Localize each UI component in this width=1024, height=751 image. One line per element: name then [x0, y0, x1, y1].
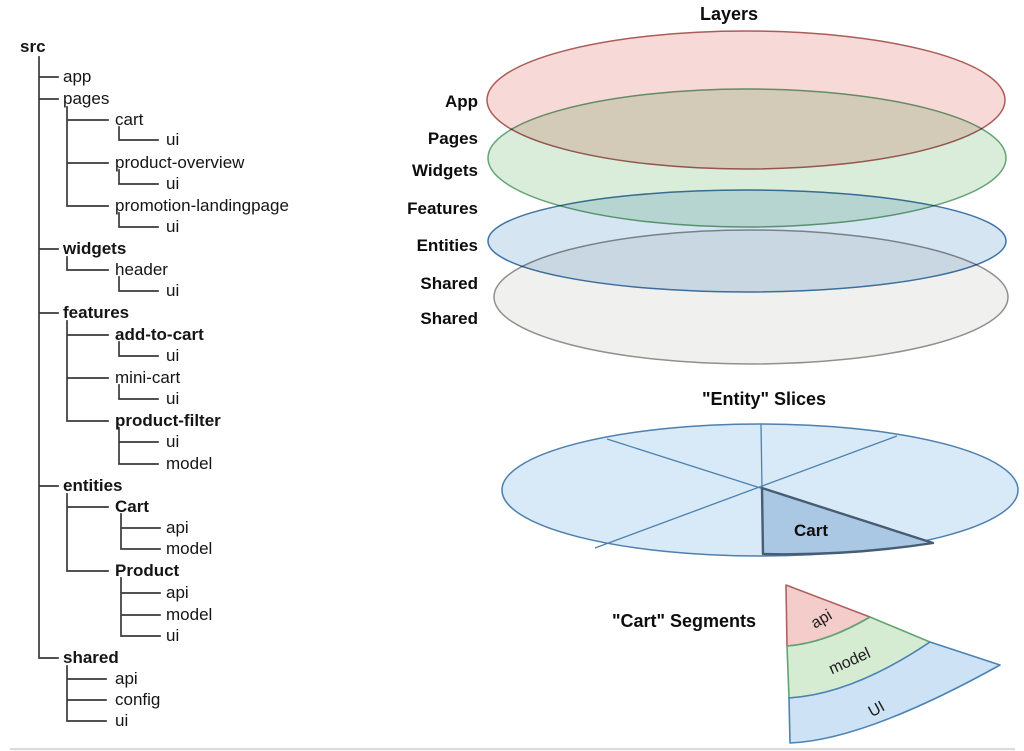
- layer-label-features: Features: [407, 199, 478, 218]
- layers-diagram: [486, 30, 1009, 365]
- slices-ellipse: [501, 423, 1019, 557]
- cart-slice: [760, 486, 935, 556]
- layer-label-shared: Shared: [420, 309, 478, 328]
- layer-label-widgets: Widgets: [412, 161, 478, 180]
- tree-node-ui: ui: [166, 130, 180, 149]
- tree-node-model: model: [166, 605, 213, 624]
- tree-node-app: app: [63, 67, 92, 86]
- tree-node-ui: ui: [166, 346, 180, 365]
- entity-slices-diagram: [501, 423, 1019, 557]
- tree-node-cart: cart: [115, 110, 144, 129]
- tree-node-config: config: [115, 690, 161, 709]
- tree-node-header: header: [115, 260, 168, 279]
- cart-segments-title: "Cart" Segments: [611, 611, 757, 631]
- tree-node-ui: ui: [166, 626, 180, 645]
- layer-label-entities: Entities: [416, 236, 478, 255]
- layer-ellipse-app: [486, 30, 1006, 170]
- tree-node-ui: ui: [166, 389, 180, 408]
- tree-node-ui: ui: [166, 217, 180, 236]
- tree-node-entities: entities: [63, 476, 123, 495]
- tree-node-api: api: [166, 583, 189, 602]
- entity-slices-title: "Entity" Slices: [701, 389, 827, 409]
- tree-node-pages: pages: [63, 89, 110, 108]
- bottom-edge-artifact: [10, 748, 1015, 751]
- tree-node-product-overview: product-overview: [115, 153, 245, 172]
- layer-label-shared: Shared: [420, 274, 478, 293]
- tree-node-model: model: [166, 539, 213, 558]
- tree-node-Product: Product: [115, 561, 180, 580]
- segment-ui: [788, 641, 1001, 744]
- file-tree-lines: [38, 56, 161, 722]
- cart-slice-label: Cart: [793, 521, 829, 540]
- tree-node-promotion-landingpage: promotion-landingpage: [115, 196, 289, 215]
- tree-node-ui: ui: [166, 174, 180, 193]
- tree-node-ui: ui: [115, 711, 129, 730]
- tree-node-Cart: Cart: [115, 497, 150, 516]
- tree-node-model: model: [166, 454, 213, 473]
- layers-title: Layers: [699, 4, 759, 24]
- tree-node-ui: ui: [166, 281, 180, 300]
- cart-segments-diagram: [785, 584, 1001, 744]
- tree-node-shared: shared: [63, 648, 119, 667]
- tree-node-features: features: [63, 303, 130, 322]
- tree-node-widgets: widgets: [63, 239, 127, 258]
- tree-node-mini-cart: mini-cart: [115, 368, 181, 387]
- tree-node-product-filter: product-filter: [115, 411, 221, 430]
- tree-node-src: src: [20, 37, 46, 56]
- layer-label-pages: Pages: [427, 129, 478, 148]
- layer-label-app: App: [444, 92, 478, 111]
- tree-node-api: api: [115, 669, 138, 688]
- tree-node-ui: ui: [166, 432, 180, 451]
- tree-node-add-to-cart: add-to-cart: [115, 325, 204, 344]
- tree-node-api: api: [166, 518, 189, 537]
